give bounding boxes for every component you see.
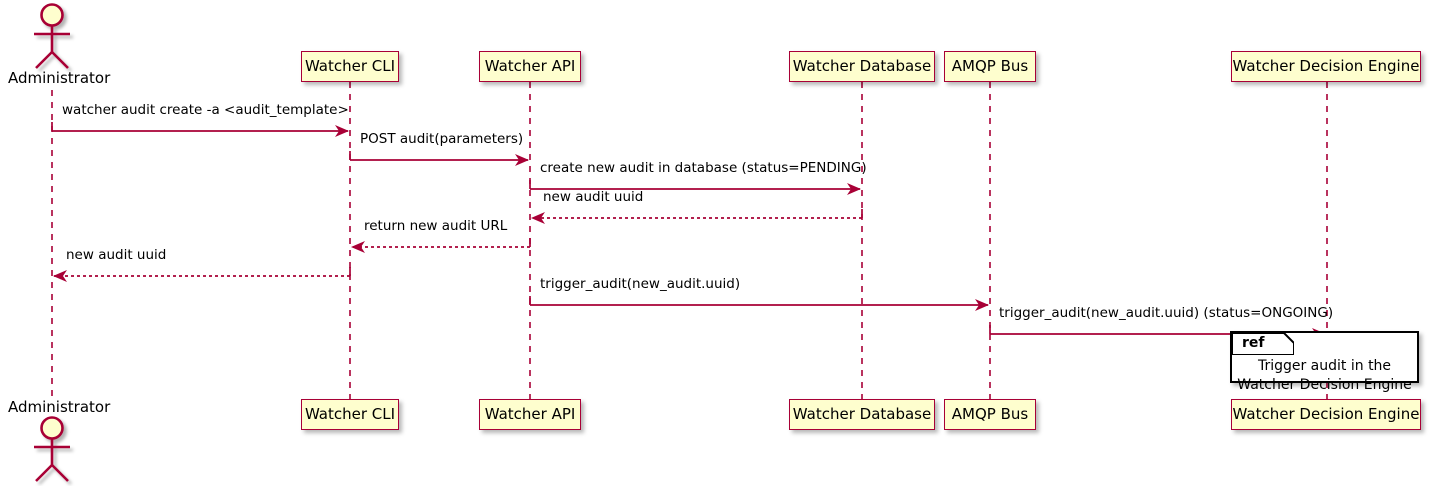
participant-label: Watcher API: [484, 405, 576, 423]
ref-fragment-line-2: Watcher Decision Engine: [1237, 377, 1412, 393]
message-label-6: new audit uuid: [66, 247, 167, 263]
participant-label: Watcher Database: [792, 57, 932, 75]
message-label-4: new audit uuid: [543, 189, 644, 205]
message-label-5: return new audit URL: [364, 218, 508, 234]
participant-box-watcher-database-bottom[interactable]: Watcher Database: [789, 399, 935, 430]
participant-box-watcher-api-top[interactable]: Watcher API: [479, 51, 581, 82]
participant-label: Watcher Database: [792, 405, 932, 423]
participant-box-watcher-api-bottom[interactable]: Watcher API: [479, 399, 581, 430]
participant-box-watcher-cli-bottom[interactable]: Watcher CLI: [301, 399, 399, 430]
participant-box-watcher-cli-top[interactable]: Watcher CLI: [301, 51, 399, 82]
actor-administrator-top: [34, 3, 70, 69]
participant-label: Watcher CLI: [304, 57, 396, 75]
ref-fragment-tab: [1232, 333, 1294, 355]
actor-label-administrator-top: Administrator: [8, 69, 111, 87]
participant-box-amqp-bus-top[interactable]: AMQP Bus: [944, 51, 1036, 82]
actor-administrator-bottom: [34, 416, 70, 482]
message-label-3: create new audit in database (status=PEN…: [540, 160, 867, 176]
message-arrows: [51, 122, 1326, 340]
message-label-8: trigger_audit(new_audit.uuid) (status=ON…: [999, 305, 1334, 321]
participant-box-watcher-database-top[interactable]: Watcher Database: [789, 51, 935, 82]
message-label-1: watcher audit create -a <audit_template>: [62, 102, 349, 118]
message-label-2: POST audit(parameters): [360, 131, 524, 147]
participant-label: Watcher CLI: [304, 405, 396, 423]
participant-label: AMQP Bus: [951, 57, 1029, 75]
actor-label-administrator-bottom: Administrator: [8, 398, 111, 416]
participant-box-amqp-bus-bottom[interactable]: AMQP Bus: [944, 399, 1036, 430]
participant-label: AMQP Bus: [951, 405, 1029, 423]
participant-label: Watcher Decision Engine: [1232, 405, 1420, 423]
ref-fragment-operator: ref: [1242, 335, 1265, 351]
participant-box-watcher-decision-engine-bottom[interactable]: Watcher Decision Engine: [1231, 399, 1421, 430]
message-label-7: trigger_audit(new_audit.uuid): [540, 276, 741, 292]
ref-fragment-line-1: Trigger audit in the: [1257, 358, 1392, 374]
lifelines: [51, 82, 1328, 399]
participant-label: Watcher Decision Engine: [1232, 57, 1420, 75]
participant-box-watcher-decision-engine-top[interactable]: Watcher Decision Engine: [1231, 51, 1421, 82]
participant-label: Watcher API: [484, 57, 576, 75]
ref-fragment-body: Trigger audit in the Watcher Decision En…: [1232, 357, 1417, 395]
ref-fragment: ref Trigger audit in the Watcher Decisio…: [1230, 331, 1419, 393]
